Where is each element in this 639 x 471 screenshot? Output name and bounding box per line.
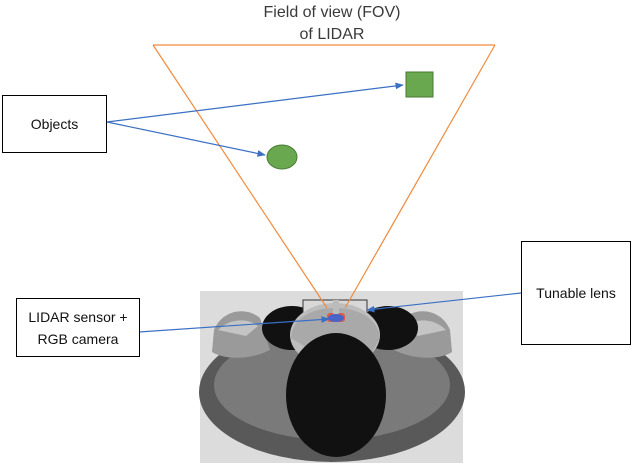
fov-title-line2: of LIDAR	[299, 26, 365, 43]
arrow-objects-to-circle	[106, 121, 266, 157]
fov-title-line1: Field of view (FOV)	[263, 4, 401, 21]
object-square-icon	[405, 71, 434, 98]
tunable-lens-label: Tunable lens	[536, 285, 616, 301]
arrow-lidar-sensor	[138, 316, 330, 333]
arrow-objects-to-square	[106, 82, 404, 123]
face-dark	[286, 333, 386, 457]
fov-title: Field of view (FOV) of LIDAR	[200, 2, 464, 46]
tunable-lens-label-box: Tunable lens	[521, 241, 631, 345]
arrow-tunable-lens	[366, 292, 522, 313]
lidar-lens-icon	[328, 314, 344, 322]
objects-label: Objects	[30, 116, 79, 132]
lidar-sensor-label-line1: LIDAR sensor +	[28, 308, 128, 325]
fov-right-edge	[344, 44, 496, 309]
lidar-sensor-label-box: LIDAR sensor + RGB camera	[16, 298, 140, 357]
objects-label-box: Objects	[2, 95, 107, 153]
lidar-sensor-label-line2: RGB camera	[37, 330, 119, 347]
fov-left-edge	[152, 44, 328, 309]
tunable-lens-icon	[333, 300, 339, 314]
person-top-view-icon	[199, 291, 465, 463]
object-circle-icon	[266, 144, 298, 170]
